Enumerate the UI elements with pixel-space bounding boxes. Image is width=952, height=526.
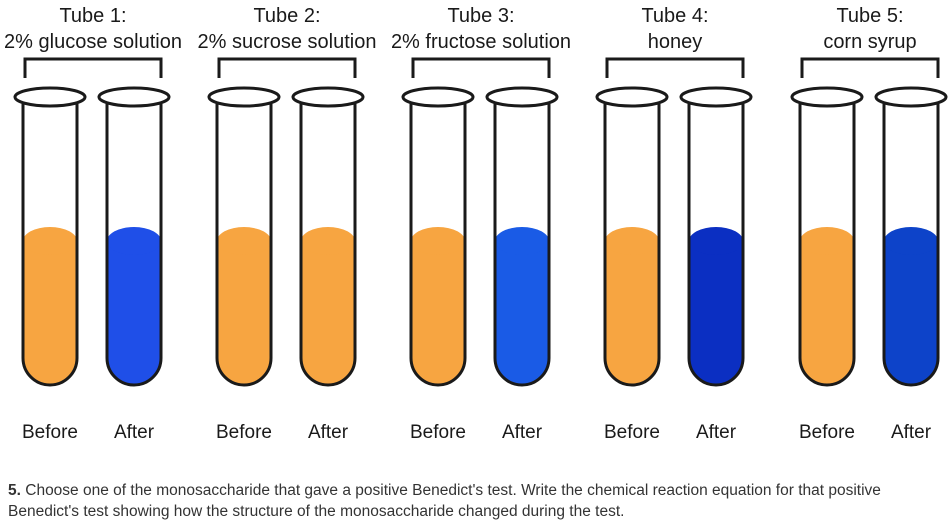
liquid-surface-before bbox=[23, 227, 77, 255]
group-subtitle: honey bbox=[648, 31, 703, 53]
group-subtitle: 2% sucrose solution bbox=[198, 31, 377, 53]
before-label: Before bbox=[216, 422, 272, 443]
test-tube-before-5 bbox=[790, 86, 864, 387]
group-title: Tube 5: bbox=[836, 5, 903, 27]
liquid-before bbox=[23, 241, 77, 385]
test-tube-before-4 bbox=[595, 86, 669, 387]
tube-rim-before bbox=[790, 86, 864, 108]
question-number: 5. bbox=[8, 482, 21, 499]
group-title: Tube 2: bbox=[253, 5, 320, 27]
group-bracket bbox=[23, 57, 163, 78]
test-tube-before-1 bbox=[13, 86, 87, 387]
after-label: After bbox=[308, 422, 349, 443]
group-title: Tube 3: bbox=[447, 5, 514, 27]
after-label: After bbox=[502, 422, 543, 443]
tube-rim-after bbox=[97, 86, 171, 108]
liquid-surface-after bbox=[301, 227, 355, 255]
liquid-after bbox=[107, 241, 161, 385]
tube-glass-after bbox=[882, 97, 940, 387]
group-bracket bbox=[411, 57, 551, 78]
tube-rim-after bbox=[679, 86, 753, 108]
question-text: 5. Choose one of the monosaccharide that… bbox=[8, 480, 944, 522]
tube-rim-before bbox=[207, 86, 281, 108]
liquid-surface-after bbox=[884, 227, 938, 255]
liquid-surface-after bbox=[689, 227, 743, 255]
liquid-before bbox=[605, 241, 659, 385]
group-subtitle: corn syrup bbox=[823, 31, 916, 53]
before-label: Before bbox=[410, 422, 466, 443]
group-title: Tube 1: bbox=[59, 5, 126, 27]
tube-glass-before bbox=[21, 97, 79, 387]
test-tube-before-2 bbox=[207, 86, 281, 387]
liquid-surface-before bbox=[411, 227, 465, 255]
tube-rim-after bbox=[874, 86, 948, 108]
liquid-after bbox=[495, 241, 549, 385]
tube-rim-after bbox=[485, 86, 559, 108]
before-label: Before bbox=[604, 422, 660, 443]
before-label: Before bbox=[799, 422, 855, 443]
group-bracket bbox=[217, 57, 357, 78]
liquid-after bbox=[884, 241, 938, 385]
liquid-surface-before bbox=[800, 227, 854, 255]
tube-glass-before bbox=[603, 97, 661, 387]
tube-glass-after bbox=[493, 97, 551, 387]
liquid-after bbox=[689, 241, 743, 385]
group-title: Tube 4: bbox=[641, 5, 708, 27]
tube-glass-after bbox=[687, 97, 745, 387]
tube-glass-after bbox=[105, 97, 163, 387]
liquid-surface-after bbox=[107, 227, 161, 255]
tube-glass-before bbox=[215, 97, 273, 387]
group-subtitle: 2% fructose solution bbox=[391, 31, 571, 53]
after-label: After bbox=[696, 422, 737, 443]
group-subtitle: 2% glucose solution bbox=[4, 31, 182, 53]
liquid-before bbox=[411, 241, 465, 385]
test-tube-before-3 bbox=[401, 86, 475, 387]
tube-rim-after bbox=[291, 86, 365, 108]
liquid-after bbox=[301, 241, 355, 385]
test-tube-after-1 bbox=[97, 86, 171, 387]
test-tube-after-2 bbox=[291, 86, 365, 387]
tube-rim-before bbox=[13, 86, 87, 108]
before-label: Before bbox=[22, 422, 78, 443]
liquid-surface-before bbox=[217, 227, 271, 255]
after-label: After bbox=[891, 422, 932, 443]
liquid-before bbox=[800, 241, 854, 385]
liquid-surface-before bbox=[605, 227, 659, 255]
test-tube-after-3 bbox=[485, 86, 559, 387]
tube-rim-before bbox=[401, 86, 475, 108]
tube-rim-before bbox=[595, 86, 669, 108]
group-bracket bbox=[605, 57, 745, 78]
liquid-before bbox=[217, 241, 271, 385]
tube-glass-before bbox=[798, 97, 856, 387]
group-bracket bbox=[800, 57, 940, 78]
liquid-surface-after bbox=[495, 227, 549, 255]
tube-glass-before bbox=[409, 97, 467, 387]
tube-glass-after bbox=[299, 97, 357, 387]
question-body: Choose one of the monosaccharide that ga… bbox=[8, 482, 881, 520]
test-tube-after-5 bbox=[874, 86, 948, 387]
test-tube-after-4 bbox=[679, 86, 753, 387]
after-label: After bbox=[114, 422, 155, 443]
